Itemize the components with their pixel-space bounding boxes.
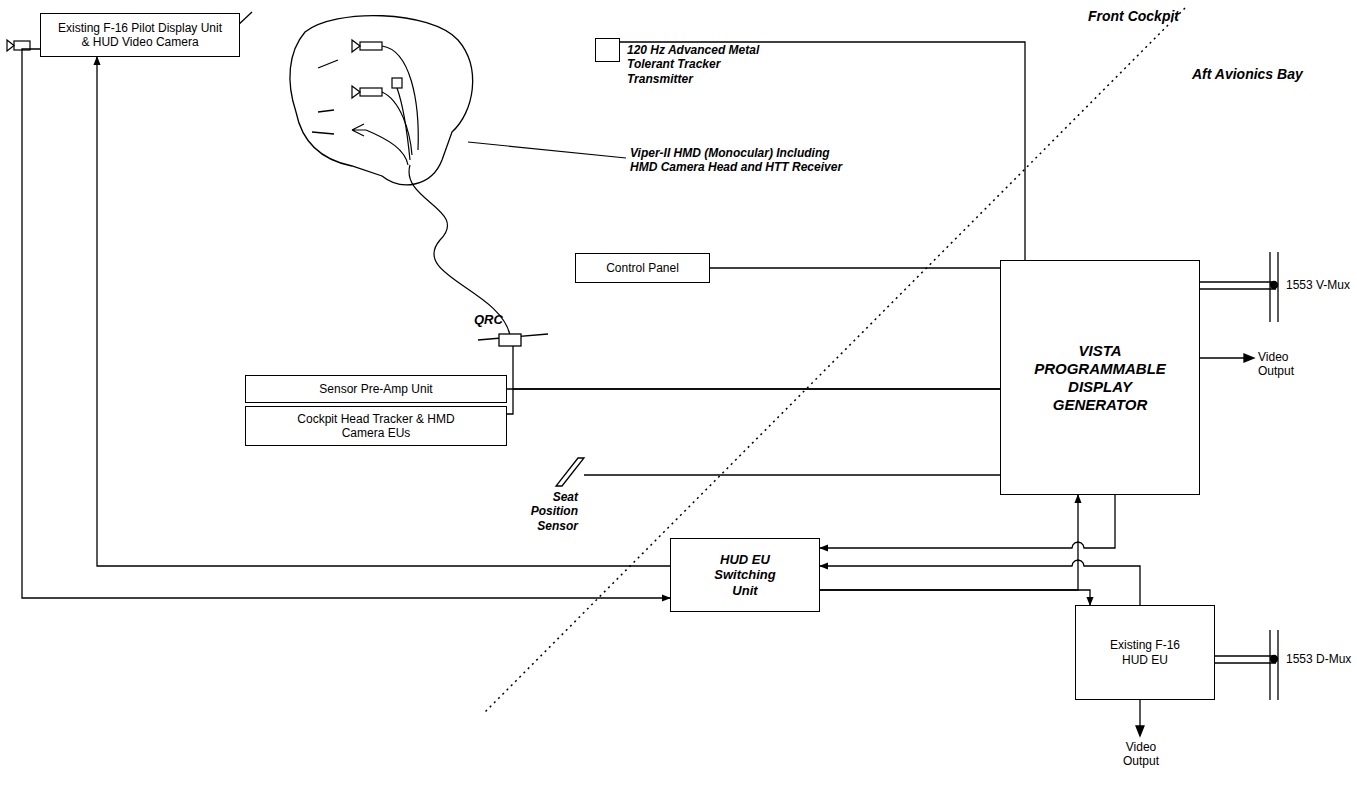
output-label: Video Output [1112, 740, 1170, 769]
display-generator-box: VISTA PROGRAMMABLE DISPLAY GENERATOR [1000, 260, 1200, 495]
node-text: Existing F-16 Pilot Display Unit & HUD V… [55, 21, 225, 50]
pre-amp-box: Sensor Pre-Amp Unit [245, 375, 507, 403]
node-text: VISTA PROGRAMMABLE DISPLAY GENERATOR [1025, 342, 1175, 414]
helmet-outline [290, 16, 473, 185]
hud-eu-box: Existing F-16 HUD EU [1075, 605, 1215, 700]
sensor-label: Seat Position Sensor [510, 490, 578, 533]
d-video-output [1136, 700, 1144, 736]
node-text: Cockpit Head Tracker & HMD Camera EUs [281, 412, 471, 441]
output-label: Video Output [1258, 350, 1310, 379]
connector [820, 495, 1115, 548]
head-tracker-box: Cockpit Head Tracker & HMD Camera EUs [245, 406, 507, 446]
node-text: Existing F-16 HUD EU [1108, 638, 1183, 667]
node-text: 120 Hz Advanced Metal Tolerant Tracker T… [627, 43, 777, 86]
connector [97, 57, 670, 566]
connector [820, 590, 1090, 605]
connector [22, 49, 670, 598]
region-label: Aft Avionics Bay [1192, 66, 1342, 83]
control-panel-box: Control Panel [575, 253, 710, 283]
connector [820, 495, 1078, 590]
connector [507, 389, 1000, 414]
region-label: Front Cockpit [1088, 8, 1208, 25]
node-text: HUD EU Switching Unit [705, 552, 785, 599]
connector [710, 267, 1000, 268]
v-video-output [1200, 354, 1254, 362]
node-text: Control Panel [606, 261, 679, 275]
node-text: Sensor Pre-Amp Unit [319, 382, 432, 396]
helmet-camera-icons [352, 40, 402, 136]
helmet-cables [366, 46, 510, 335]
transmitter-box: 120 Hz Advanced Metal Tolerant Tracker T… [595, 38, 620, 62]
callout-label: Viper-II HMD (Monocular) Including HMD C… [630, 146, 855, 175]
display-unit-box: Existing F-16 Pilot Display Unit & HUD V… [40, 13, 240, 57]
connector [820, 560, 1140, 605]
leader-line [468, 142, 626, 158]
v-mux-bus [1200, 252, 1278, 322]
d-mux-bus [1215, 630, 1278, 700]
connector-label: QRC [474, 312, 514, 328]
seat-position-sensor-symbol [556, 458, 1000, 486]
switching-unit-box: HUD EU Switching Unit [670, 538, 820, 612]
connector [620, 42, 1025, 260]
bus-label: 1553 D-Mux [1286, 652, 1354, 666]
bus-label: 1553 V-Mux [1286, 278, 1354, 292]
